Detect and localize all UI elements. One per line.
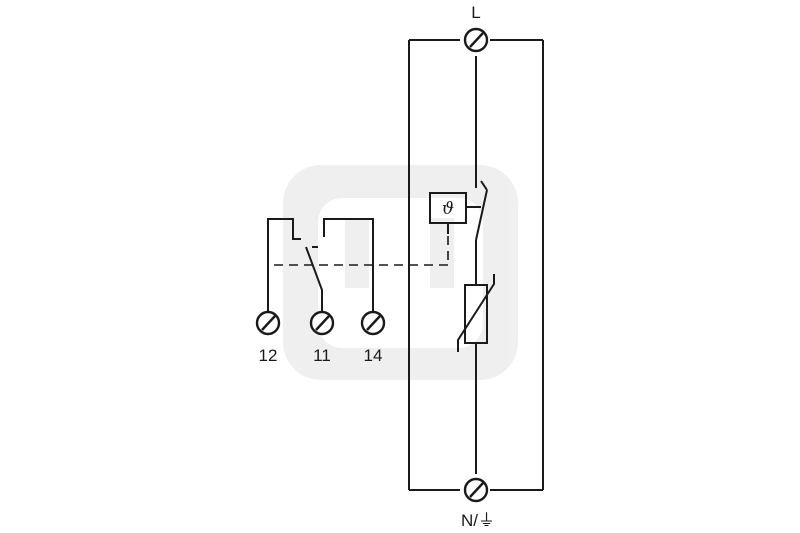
signal-contacts <box>267 218 374 311</box>
varistor <box>457 274 495 352</box>
terminal-l <box>463 27 489 53</box>
label-contact-12: 12 <box>259 346 278 365</box>
thermal-disconnector <box>466 180 488 241</box>
terminal-n-ground <box>463 477 489 503</box>
label-contact-14: 14 <box>364 346 383 365</box>
label-contact-11: 11 <box>313 346 331 365</box>
mechanical-linkage <box>274 236 449 266</box>
thermal-sensor: ϑ <box>429 192 467 234</box>
terminal-14 <box>360 310 386 336</box>
label-line: L <box>471 3 480 22</box>
terminal-11 <box>309 310 335 336</box>
thermal-symbol: ϑ <box>442 199 454 219</box>
label-neutral-ground: N/⏚ <box>461 511 495 530</box>
terminal-12 <box>255 310 281 336</box>
